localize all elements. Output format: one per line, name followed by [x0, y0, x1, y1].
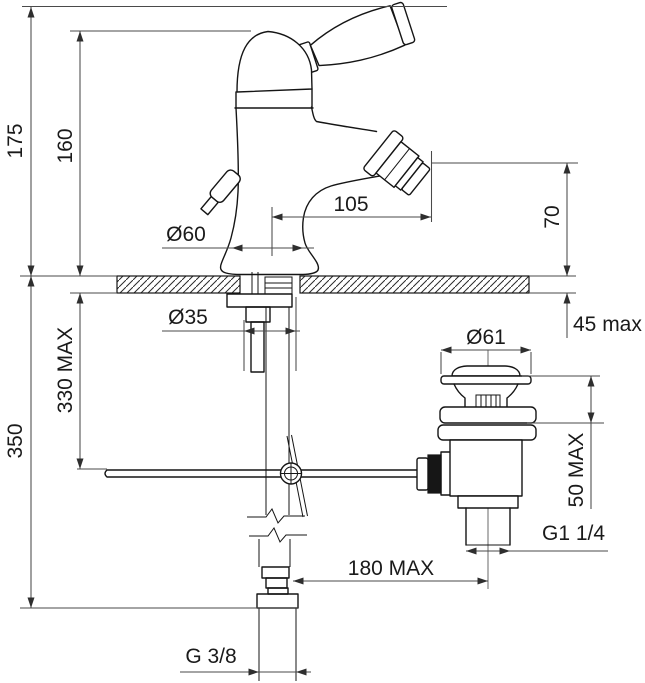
mounting-washer	[226, 293, 293, 308]
counter-slab-left	[116, 275, 241, 294]
waste-locknut	[439, 406, 537, 424]
counter-slab-right	[299, 275, 530, 294]
hose-ring	[265, 577, 288, 589]
break-line-1	[247, 508, 305, 524]
dim-line-d35	[162, 297, 300, 371]
threaded-shank	[264, 276, 293, 295]
popup-waste-assembly	[437, 350, 537, 589]
dim-label-175: 175	[4, 123, 27, 158]
rod-pivot-cross	[281, 463, 301, 484]
handle-grip	[309, 5, 406, 67]
dim-line-330max	[77, 293, 107, 470]
counter-extension-lines	[20, 275, 576, 294]
dim-label-160: 160	[54, 128, 77, 163]
waste-body-flange	[437, 424, 537, 441]
waste-screw-knurl-lines	[480, 395, 497, 409]
dim-label-g38: G 3/8	[185, 645, 236, 668]
hose-ring-2	[267, 587, 289, 595]
dim-label-105: 105	[333, 193, 368, 216]
supply-hose-upper	[265, 307, 290, 515]
lever-handle	[296, 1, 416, 75]
popup-rod-bar	[104, 469, 419, 478]
waste-neck	[453, 383, 519, 408]
aerator-tip	[401, 162, 431, 196]
break-line-2	[249, 527, 307, 543]
dim-label-d61: Ø61	[466, 326, 506, 349]
aerator	[363, 130, 431, 196]
hose-nut	[261, 566, 290, 579]
dim-label-50max: 50 MAX	[565, 433, 588, 508]
waste-plug-cap	[451, 365, 521, 377]
waste-body	[449, 439, 523, 497]
neck-band	[234, 88, 314, 109]
waste-tail-step	[457, 495, 519, 509]
popup-lift-knob	[200, 169, 241, 216]
dim-label-45max: 45 max	[573, 313, 642, 336]
rod-adjuster-cap	[416, 457, 429, 491]
faucet-body	[200, 1, 431, 276]
dim-label-330max: 330 MAX	[54, 327, 77, 413]
dimension-layer: 175 160 350 330 MAX 105 70 45 max Ø60 Ø3…	[4, 5, 642, 676]
hose-connector-block	[256, 593, 299, 609]
popup-rod-housing	[250, 321, 265, 373]
dim-line-70	[432, 162, 578, 276]
waste-top-flange	[440, 375, 532, 385]
shank-tube-lines	[251, 272, 259, 294]
dim-label-d35: Ø35	[168, 306, 208, 329]
spout-top-edge	[310, 106, 378, 133]
dome-cap	[236, 30, 313, 93]
aerator-body-line	[384, 148, 410, 181]
dim-line-d61	[440, 349, 532, 374]
dim-label-d60: Ø60	[166, 223, 206, 246]
top-reference-lines	[22, 5, 447, 32]
supply-hose-lower	[258, 539, 291, 567]
lift-knob-stem	[200, 195, 219, 216]
dim-label-g114: G1 1/4	[542, 522, 605, 545]
dim-line-50max	[522, 375, 604, 509]
dim-label-70: 70	[541, 205, 564, 228]
body-outline	[219, 107, 382, 276]
dim-label-180max: 180 MAX	[348, 557, 434, 580]
counter-deck	[20, 275, 576, 294]
popup-rod-horizontal	[104, 451, 452, 496]
handle-end-cap	[391, 1, 416, 46]
waste-tailpipe	[465, 507, 511, 546]
shank-thread-lines	[265, 282, 292, 289]
dim-label-350: 350	[4, 423, 27, 458]
supply-hose-end	[258, 608, 297, 681]
rod-adjuster-knurl	[427, 454, 442, 494]
